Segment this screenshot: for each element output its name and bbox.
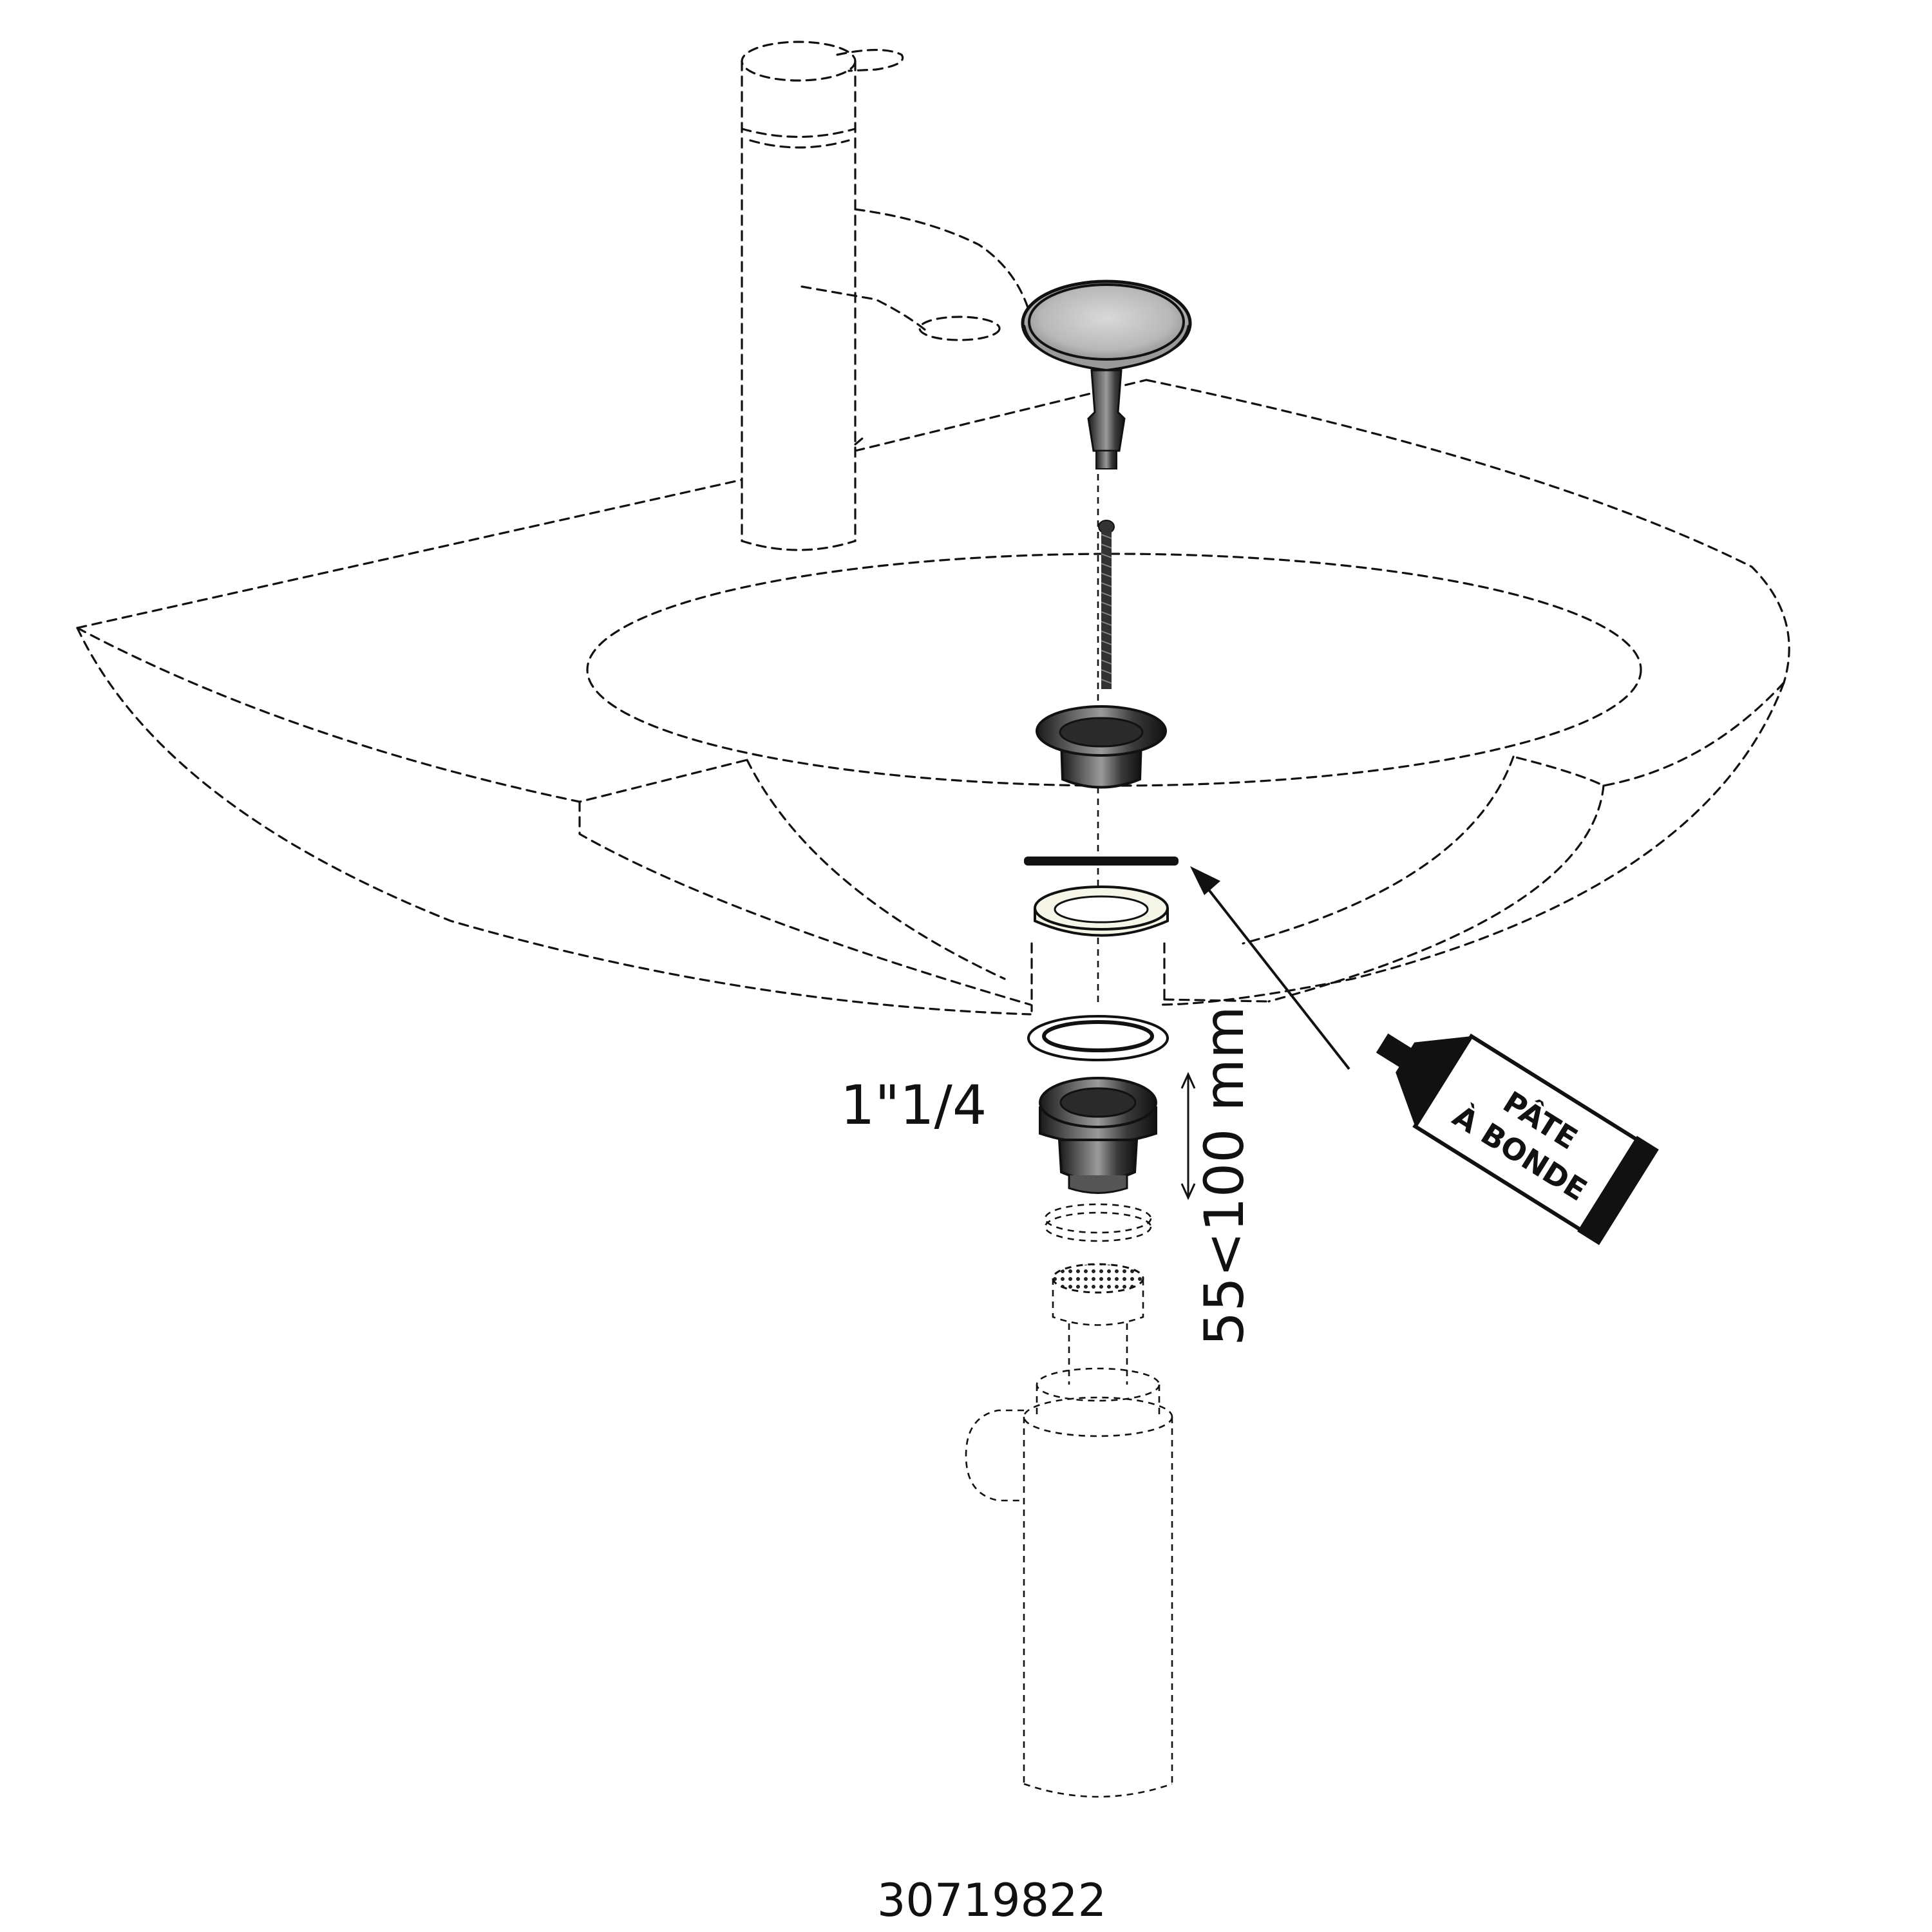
pop-up-cap: [1021, 279, 1192, 469]
height-range-label: 55<100 mm: [1193, 1006, 1256, 1346]
height-dimension-bracket: [1180, 1072, 1196, 1200]
faucet-outline: [741, 41, 1032, 551]
thread-size-label: 1"1/4: [840, 1074, 987, 1137]
threaded-rod: [1098, 520, 1115, 689]
plumbing-paste-tube-icon: PÂTE À BONDE: [1376, 1033, 1659, 1245]
upper-gasket: [1034, 886, 1169, 937]
drain-flange: [1036, 705, 1167, 789]
plumbing-paste-layer: [1024, 857, 1179, 866]
drain-body-nut: [1039, 1077, 1157, 1194]
siphon-outline: [965, 1263, 1173, 1798]
lower-gasket: [1027, 1015, 1169, 1061]
paste-application-arrow: [1190, 866, 1350, 1070]
filter-ring-outline: [1044, 1203, 1152, 1242]
basin-outline: [76, 379, 1790, 1016]
reference-number: 30719822: [877, 1874, 1106, 1927]
